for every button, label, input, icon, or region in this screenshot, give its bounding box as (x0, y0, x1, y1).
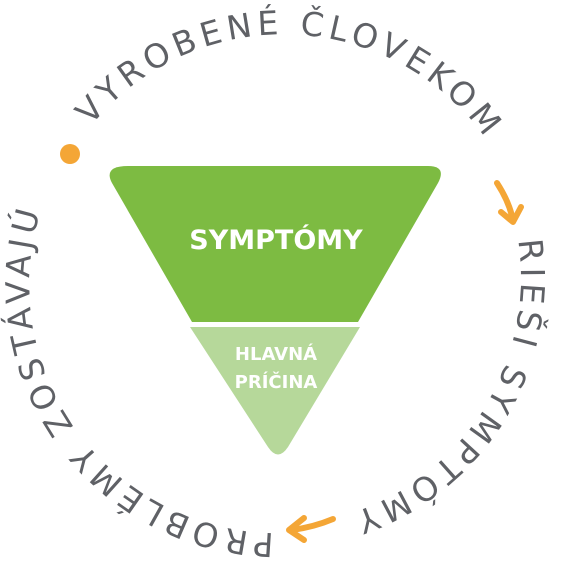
triangle-top-section (109, 166, 441, 322)
ring-text-top-path: VYROBENÉ ČLOVEKOM (68, 2, 508, 146)
curved-arrow-left-icon (286, 515, 336, 543)
triangle-top-label: SYMPTÓMY (189, 224, 363, 256)
triangle-bottom-label-line2: PRÍČINA (235, 371, 318, 393)
curved-arrow-down-right-icon (494, 180, 524, 225)
ring-text-top: VYROBENÉ ČLOVEKOM (68, 2, 513, 146)
triangle-bottom-label-line1: HLAVNÁ (235, 343, 317, 365)
triangle-bottom-section (190, 327, 360, 455)
orange-dot-icon (60, 144, 80, 164)
